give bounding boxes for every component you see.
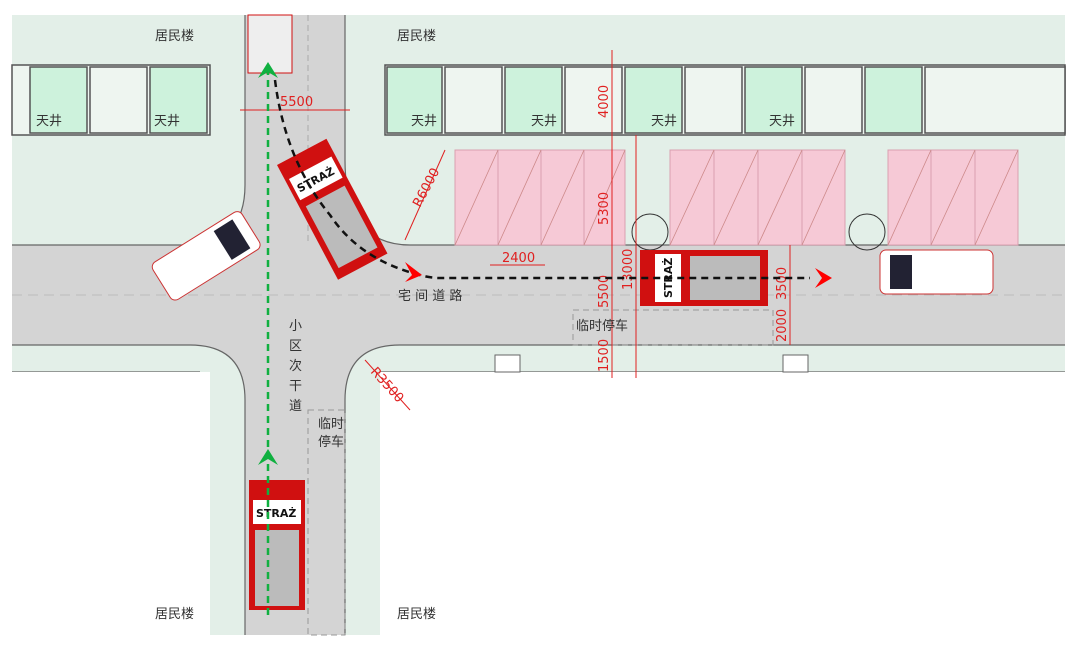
courtyard-row-right	[384, 64, 1066, 136]
dim-5500-top: 5500	[280, 95, 313, 110]
arrow-icon	[815, 268, 832, 288]
dimension-lines	[240, 50, 791, 411]
dim-5300: 5300	[597, 192, 612, 225]
dim-2400: 2400	[502, 251, 535, 266]
dim-3500: 3500	[775, 267, 790, 300]
label-residential: 居民楼	[155, 607, 194, 622]
temp-parking-horizontal	[572, 309, 774, 346]
parking-spaces	[454, 149, 1019, 246]
ambulance-right	[879, 249, 994, 295]
dim-4000: 4000	[597, 85, 612, 118]
label-temp-parking: 临时	[318, 417, 344, 432]
fire-route-path	[273, 79, 810, 280]
label-courtyard: 天井	[769, 114, 795, 129]
dim-13000: 13000	[621, 249, 636, 290]
label-temp-parking: 停车	[318, 434, 344, 450]
label-secondary-road-char: 区	[289, 339, 302, 354]
building-bottom-left	[12, 372, 210, 635]
truck-label: STRAŻ	[256, 506, 296, 520]
arrow-up-icon	[258, 449, 278, 465]
dim-5500: 5500	[597, 275, 612, 308]
dim-1500: 1500	[597, 339, 612, 372]
label-residential: 居民楼	[155, 29, 194, 44]
dim-2000: 2000	[775, 309, 790, 342]
arrow-up-icon	[258, 62, 278, 78]
label-secondary-road-char: 小	[289, 319, 302, 334]
label-secondary-road: 小 区 次 干 道	[289, 319, 302, 414]
fire-truck-top	[247, 14, 293, 74]
fire-truck-bottom: STRAŻ	[249, 480, 305, 610]
crosswalks	[494, 354, 809, 373]
label-courtyard: 天井	[531, 114, 557, 129]
label-secondary-road-char: 干	[289, 379, 302, 394]
ambulance-left	[151, 211, 261, 301]
parking-diagonals	[454, 149, 1019, 246]
label-courtyard: 天井	[411, 114, 437, 129]
label-residential: 居民楼	[397, 29, 436, 44]
courtyard-row-left	[11, 64, 211, 136]
label-secondary-road-char: 次	[289, 358, 302, 374]
label-temp-parking: 临时停车	[576, 318, 628, 334]
label-main-road: 宅 间 道 路	[398, 288, 462, 304]
building-bottom-right	[380, 372, 1065, 635]
arrow-icon	[405, 262, 422, 282]
tree-icon	[848, 213, 886, 251]
label-courtyard: 天井	[154, 114, 180, 129]
label-secondary-road-char: 道	[289, 399, 302, 414]
label-residential: 居民楼	[397, 607, 436, 622]
label-courtyard: 天井	[651, 114, 677, 129]
label-courtyard: 天井	[36, 114, 62, 129]
temp-parking-vertical	[307, 409, 346, 636]
